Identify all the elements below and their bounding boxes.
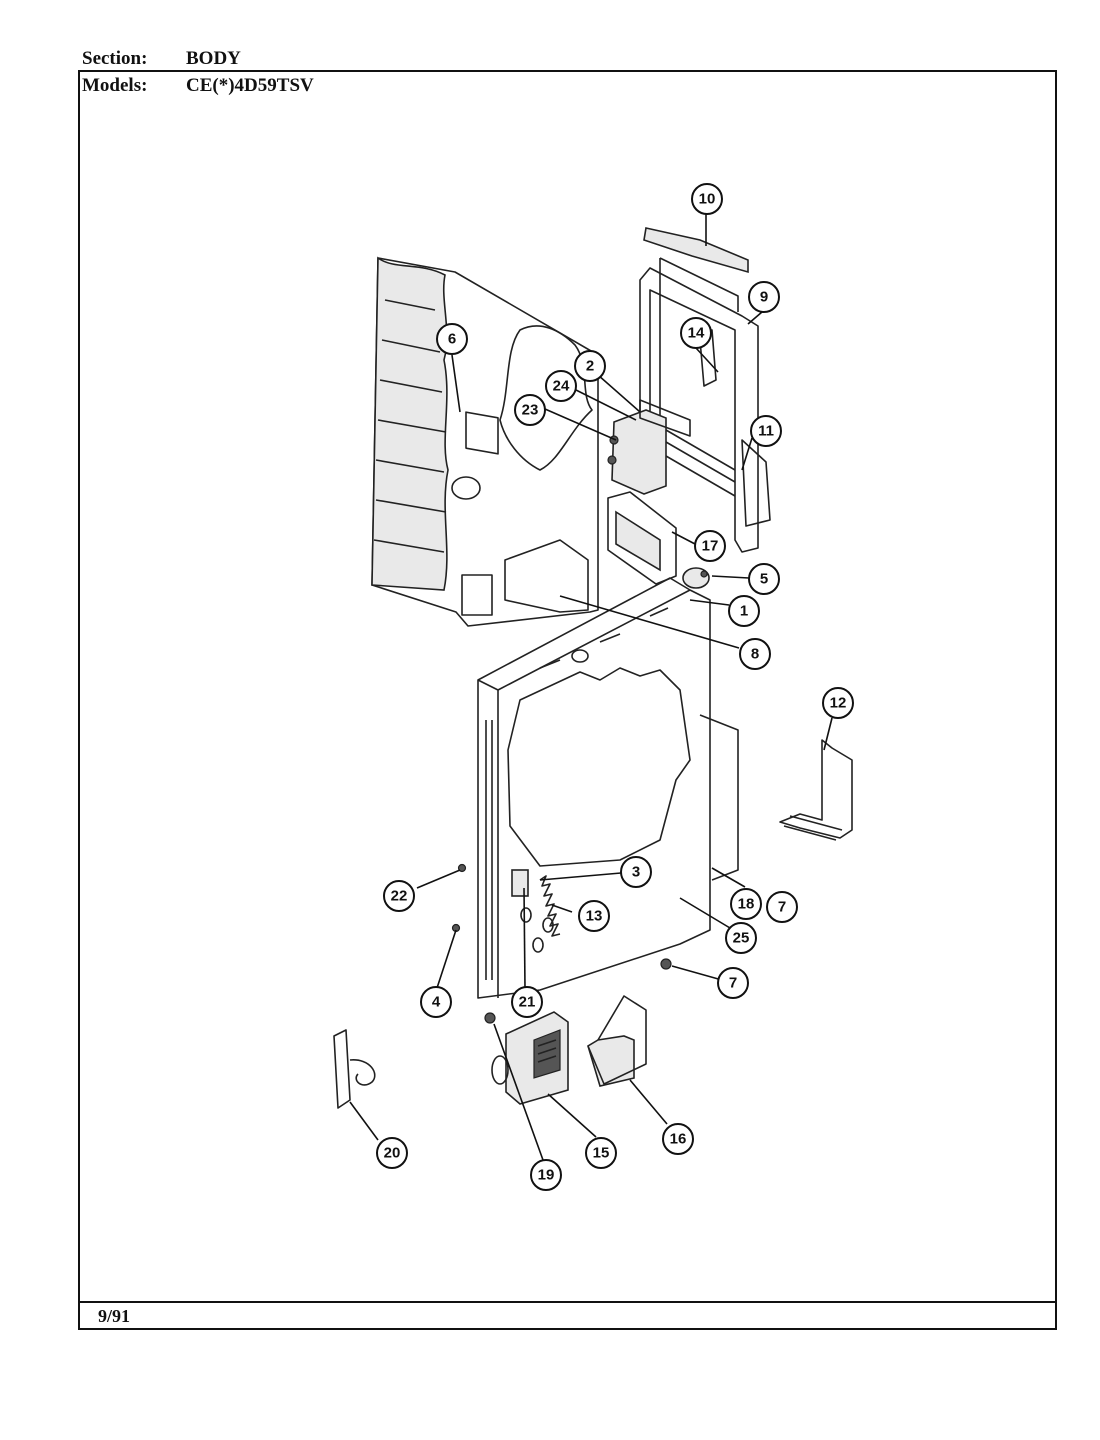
svg-text:9: 9 (760, 289, 768, 306)
callout-12: 12 (822, 687, 854, 719)
svg-text:16: 16 (670, 1131, 687, 1148)
callout-15: 15 (585, 1137, 617, 1169)
motor-part (491, 1011, 569, 1105)
callout-16: 16 (662, 1123, 694, 1155)
svg-text:18: 18 (738, 896, 755, 913)
callout-18: 18 (730, 888, 762, 920)
svg-text:22: 22 (391, 888, 408, 905)
svg-text:21: 21 (519, 994, 536, 1011)
diagram-frame (78, 70, 1057, 1330)
svg-text:5: 5 (760, 571, 768, 588)
svg-text:23: 23 (522, 402, 539, 419)
svg-text:15: 15 (593, 1145, 610, 1162)
svg-text:7: 7 (729, 975, 737, 992)
footer-rule (78, 1301, 1057, 1303)
svg-text:10: 10 (699, 191, 716, 208)
callout-17: 17 (694, 530, 726, 562)
callout-3: 3 (620, 856, 652, 888)
svg-text:19: 19 (538, 1167, 555, 1184)
callout-10: 10 (691, 183, 723, 215)
callout-8: 8 (739, 638, 771, 670)
callout-11: 11 (750, 415, 782, 447)
leader-lines (349, 214, 833, 1161)
callout-21: 21 (511, 986, 543, 1018)
cover-part (587, 995, 647, 1087)
callout-7-upper: 7 (766, 891, 798, 923)
svg-text:7: 7 (778, 899, 786, 916)
callout-23: 23 (514, 394, 546, 426)
callout-22: 22 (383, 880, 415, 912)
section-label: Section: (82, 48, 148, 69)
svg-text:3: 3 (632, 864, 640, 881)
front-frame-part (477, 577, 739, 999)
section-line: Section: BODY (82, 48, 241, 70)
svg-text:14: 14 (688, 325, 705, 342)
svg-text:1: 1 (740, 603, 748, 620)
callout-13: 13 (578, 900, 610, 932)
callout-5: 5 (748, 563, 780, 595)
models-line: Models: CE(*)4D59TSV (82, 75, 314, 97)
callout-1: 1 (728, 595, 760, 627)
models-value: CE(*)4D59TSV (186, 75, 314, 96)
callout-7-lower: 7 (717, 967, 749, 999)
switch-bracket-part (607, 399, 691, 495)
svg-text:20: 20 (384, 1145, 401, 1162)
filter-box-part (607, 491, 677, 585)
fastener-parts (451, 570, 708, 1024)
latch-hook-part (333, 1029, 376, 1109)
footer-date: 9/91 (98, 1306, 131, 1326)
callout-20: 20 (376, 1137, 408, 1169)
svg-text:8: 8 (751, 646, 759, 663)
svg-text:4: 4 (432, 994, 441, 1011)
svg-text:11: 11 (758, 423, 774, 440)
svg-text:17: 17 (702, 538, 719, 555)
spring-part (511, 869, 561, 937)
callout-14: 14 (680, 317, 712, 349)
svg-text:13: 13 (586, 908, 603, 925)
callout-2: 2 (574, 350, 606, 382)
svg-text:12: 12 (830, 695, 847, 712)
callout-6: 6 (436, 323, 468, 355)
svg-text:24: 24 (553, 378, 570, 395)
support-bracket-part (779, 739, 853, 841)
top-bracket-assembly (639, 227, 771, 553)
callout-19: 19 (530, 1159, 562, 1191)
svg-text:2: 2 (586, 358, 594, 375)
section-value: BODY (186, 48, 241, 69)
callout-4: 4 (420, 986, 452, 1018)
callout-24: 24 (545, 370, 577, 402)
svg-text:25: 25 (733, 930, 750, 947)
rear-panel-part (371, 256, 599, 627)
models-label: Models: (82, 75, 148, 96)
svg-text:6: 6 (448, 331, 456, 348)
callout-25: 25 (725, 922, 757, 954)
callout-9: 9 (748, 281, 780, 313)
